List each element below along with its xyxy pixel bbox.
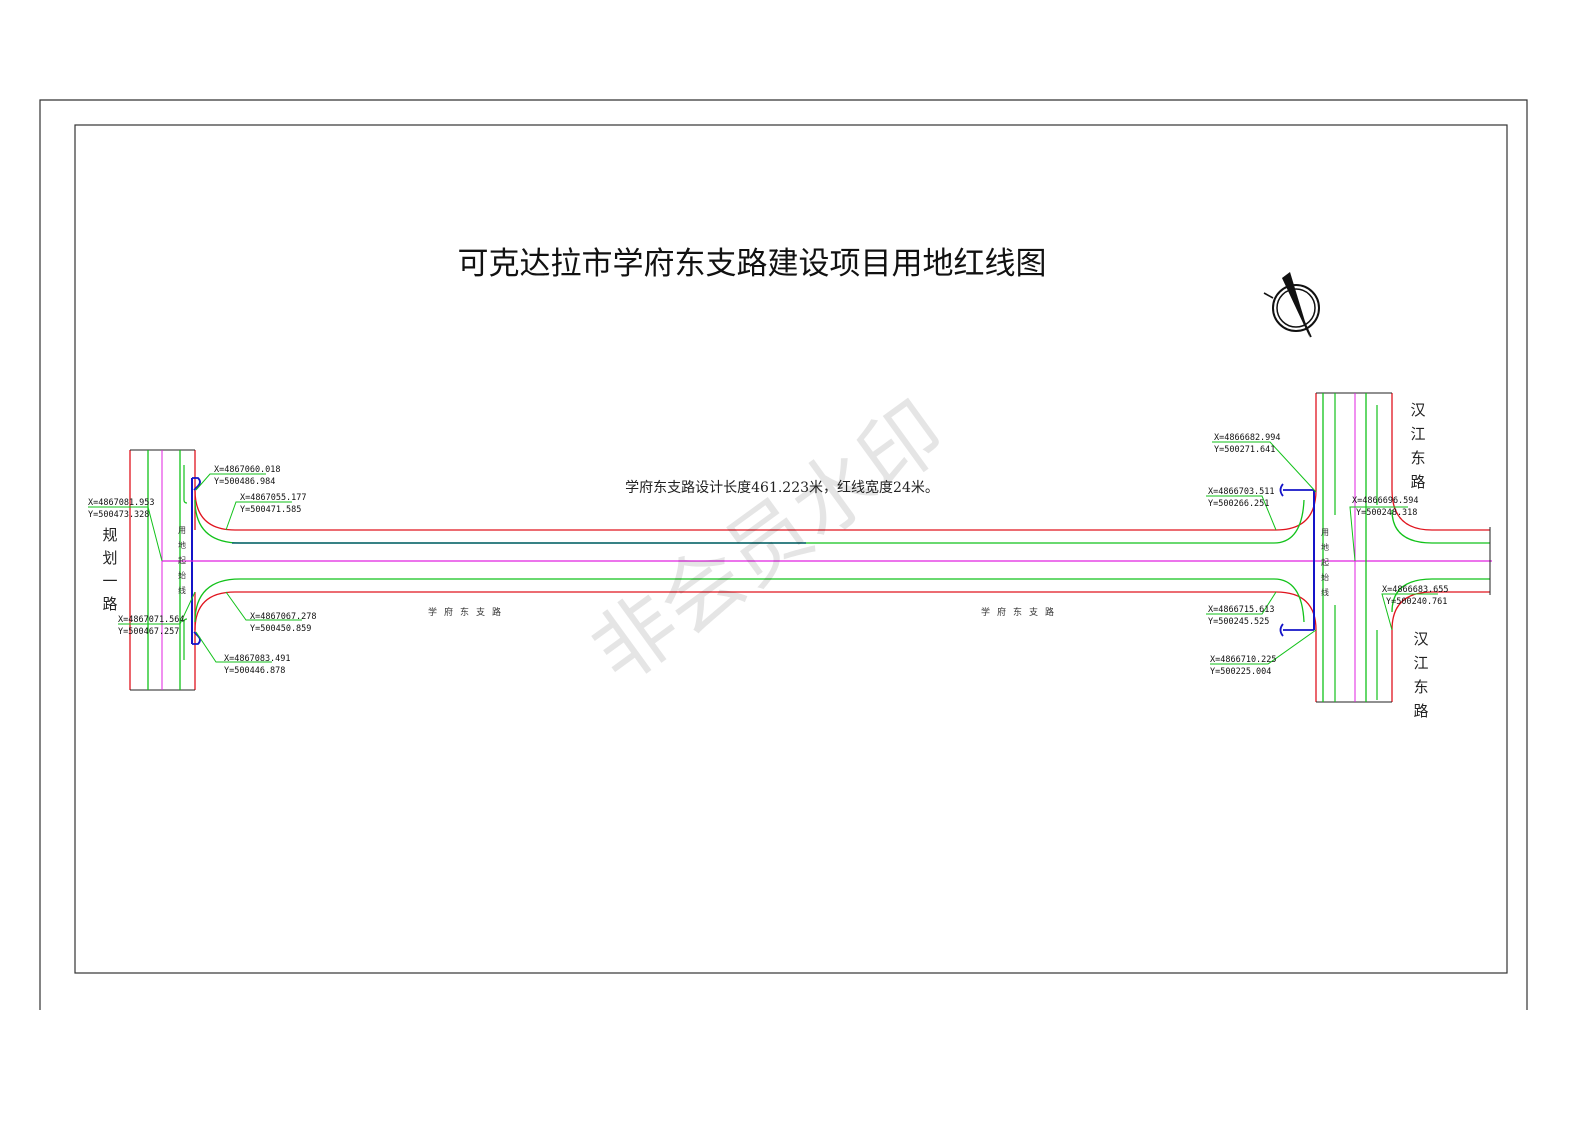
design-note: 学府东支路设计长度461.223米，红线宽度24米。 — [625, 479, 939, 496]
svg-text:Y=500240.761: Y=500240.761 — [1386, 597, 1447, 607]
svg-text:Y=500450.859: Y=500450.859 — [250, 624, 311, 634]
coordinate-callout: X=4867083.491 Y=500446.878 — [195, 631, 291, 676]
svg-text:划: 划 — [102, 549, 117, 567]
right-road-name-top: 汉 江 东 路 — [1410, 401, 1425, 491]
svg-text:规: 规 — [102, 526, 117, 544]
inner-frame — [74, 124, 1508, 974]
svg-text:X=4867060.018: X=4867060.018 — [214, 465, 281, 475]
svg-text:X=4866696.594: X=4866696.594 — [1352, 496, 1419, 506]
coordinate-callout: X=4866710.225 Y=500225.004 — [1210, 629, 1317, 677]
drawing-frame — [39, 99, 1528, 1010]
svg-text:Y=500446.878: Y=500446.878 — [224, 666, 285, 676]
right-cross-road — [1313, 392, 1491, 703]
svg-text:路: 路 — [102, 595, 117, 613]
svg-text:X=4866682.994: X=4866682.994 — [1214, 433, 1281, 443]
svg-text:X=4866715.613: X=4866715.613 — [1208, 605, 1275, 615]
svg-text:Y=500245.525: Y=500245.525 — [1208, 617, 1269, 627]
svg-text:路: 路 — [1410, 473, 1425, 491]
svg-text:地: 地 — [178, 540, 186, 550]
svg-text:X=4867081.953: X=4867081.953 — [88, 498, 155, 508]
svg-text:起: 起 — [1321, 558, 1329, 567]
coordinate-callout: X=4867081.953 Y=500473.328 — [88, 498, 163, 562]
main-road-label: 学府东支路 — [428, 606, 508, 618]
svg-text:线: 线 — [178, 585, 186, 595]
boundary-marker — [1279, 623, 1314, 637]
svg-text:始: 始 — [178, 570, 186, 580]
svg-text:Y=500473.328: Y=500473.328 — [88, 510, 149, 520]
svg-text:Y=500467.257: Y=500467.257 — [118, 627, 179, 637]
svg-text:Y=500271.641: Y=500271.641 — [1214, 445, 1275, 455]
svg-text:汉: 汉 — [1410, 401, 1425, 419]
svg-text:起: 起 — [178, 556, 186, 565]
svg-text:Y=500248.318: Y=500248.318 — [1356, 508, 1417, 518]
coordinate-callout: X=4866715.613 Y=500245.525 — [1206, 591, 1277, 627]
svg-text:地: 地 — [1321, 542, 1329, 552]
coordinate-callout: X=4866683.655 Y=500240.761 — [1381, 585, 1449, 631]
svg-text:X=4866683.655: X=4866683.655 — [1382, 585, 1449, 595]
svg-text:用: 用 — [178, 526, 186, 535]
boundary-marker — [1279, 483, 1314, 497]
svg-text:X=4867067.278: X=4867067.278 — [250, 612, 317, 622]
boundary-marker — [192, 477, 201, 491]
coordinate-callout: X=4867071.564 Y=500467.257 — [118, 591, 196, 637]
svg-text:始: 始 — [1321, 572, 1329, 582]
svg-text:Y=500486.984: Y=500486.984 — [214, 477, 275, 487]
coordinate-callout: X=4866696.594 Y=500248.318 — [1349, 496, 1419, 562]
svg-text:X=4866703.511: X=4866703.511 — [1208, 487, 1275, 497]
main-road-label: 学府东支路 — [981, 606, 1061, 618]
right-road-name-bottom: 汉 江 东 路 — [1413, 630, 1428, 720]
left-boundary-label: 用 地 起 始 线 — [178, 526, 186, 595]
svg-text:东: 东 — [1413, 678, 1428, 696]
coordinate-callout: X=4866703.511 Y=500266.251 — [1206, 487, 1277, 531]
svg-text:汉: 汉 — [1413, 630, 1428, 648]
coordinate-callout: X=4867067.278 Y=500450.859 — [225, 591, 317, 634]
coordinate-callout: X=4866682.994 Y=500271.641 — [1212, 433, 1317, 493]
svg-text:一: 一 — [102, 572, 117, 590]
boundary-markers — [192, 477, 1314, 645]
coordinate-callout: X=4867055.177 Y=500471.585 — [225, 493, 307, 531]
svg-text:X=4867071.564: X=4867071.564 — [118, 615, 185, 625]
drawing-title: 可克达拉市学府东支路建设项目用地红线图 — [458, 246, 1047, 282]
svg-text:路: 路 — [1413, 702, 1428, 720]
outer-frame — [39, 99, 1528, 1010]
left-cross-road — [129, 449, 196, 691]
svg-text:江: 江 — [1413, 654, 1428, 672]
svg-text:用: 用 — [1321, 528, 1329, 537]
right-boundary-label: 用 地 起 始 线 — [1321, 528, 1329, 597]
svg-text:Y=500471.585: Y=500471.585 — [240, 505, 301, 515]
left-road-name: 规 划 一 路 — [102, 526, 117, 613]
svg-text:江: 江 — [1410, 425, 1425, 443]
svg-text:线: 线 — [1321, 587, 1329, 597]
main-road-xuefu-east-branch — [162, 489, 1492, 631]
coordinate-callout: X=4867060.018 Y=500486.984 — [195, 465, 281, 491]
coordinate-callouts: X=4867060.018 Y=500486.984 X=4867081.953… — [88, 433, 1449, 677]
svg-text:X=4867083.491: X=4867083.491 — [224, 654, 291, 664]
svg-text:东: 东 — [1410, 449, 1425, 467]
svg-text:X=4867055.177: X=4867055.177 — [240, 493, 307, 503]
boundary-marker — [192, 631, 201, 645]
svg-text:Y=500225.004: Y=500225.004 — [1210, 667, 1271, 677]
svg-text:Y=500266.251: Y=500266.251 — [1208, 499, 1269, 509]
svg-text:X=4866710.225: X=4866710.225 — [1210, 655, 1277, 665]
north-arrow-icon — [1263, 272, 1320, 338]
